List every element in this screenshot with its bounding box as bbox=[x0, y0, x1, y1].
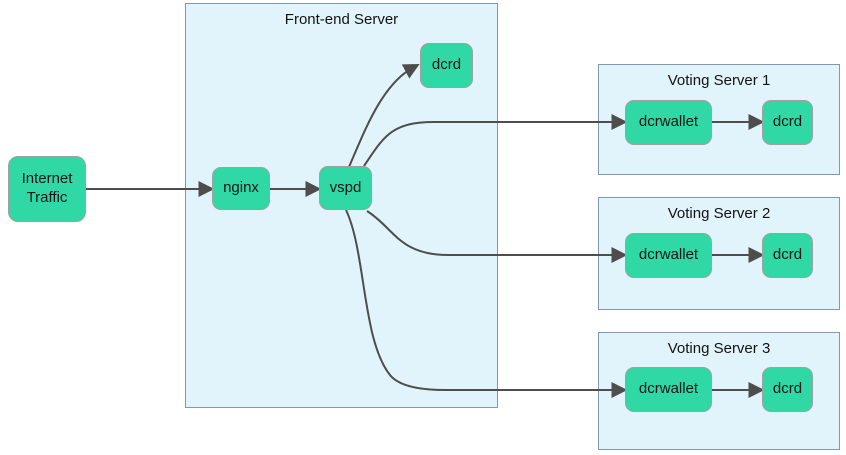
dcrd-frontend-node: dcrd bbox=[420, 43, 473, 88]
dcrd-1-node: dcrd bbox=[762, 100, 813, 145]
front-end-server-title: Front-end Server bbox=[284, 11, 399, 28]
dcrwallet-2-node: dcrwallet bbox=[625, 233, 712, 278]
dcrd-2-node: dcrd bbox=[762, 233, 813, 278]
nginx-node: nginx bbox=[212, 167, 270, 210]
dcrd-3-node: dcrd bbox=[762, 367, 813, 412]
vspd-node: vspd bbox=[319, 166, 372, 210]
dcrwallet-1-node: dcrwallet bbox=[625, 100, 712, 145]
internet-traffic-node: Internet Traffic bbox=[8, 156, 86, 222]
voting-server-1-title: Voting Server 1 bbox=[667, 72, 771, 89]
voting-server-2-title: Voting Server 2 bbox=[667, 205, 771, 222]
voting-server-3-title: Voting Server 3 bbox=[667, 340, 771, 357]
dcrwallet-3-node: dcrwallet bbox=[625, 367, 712, 412]
